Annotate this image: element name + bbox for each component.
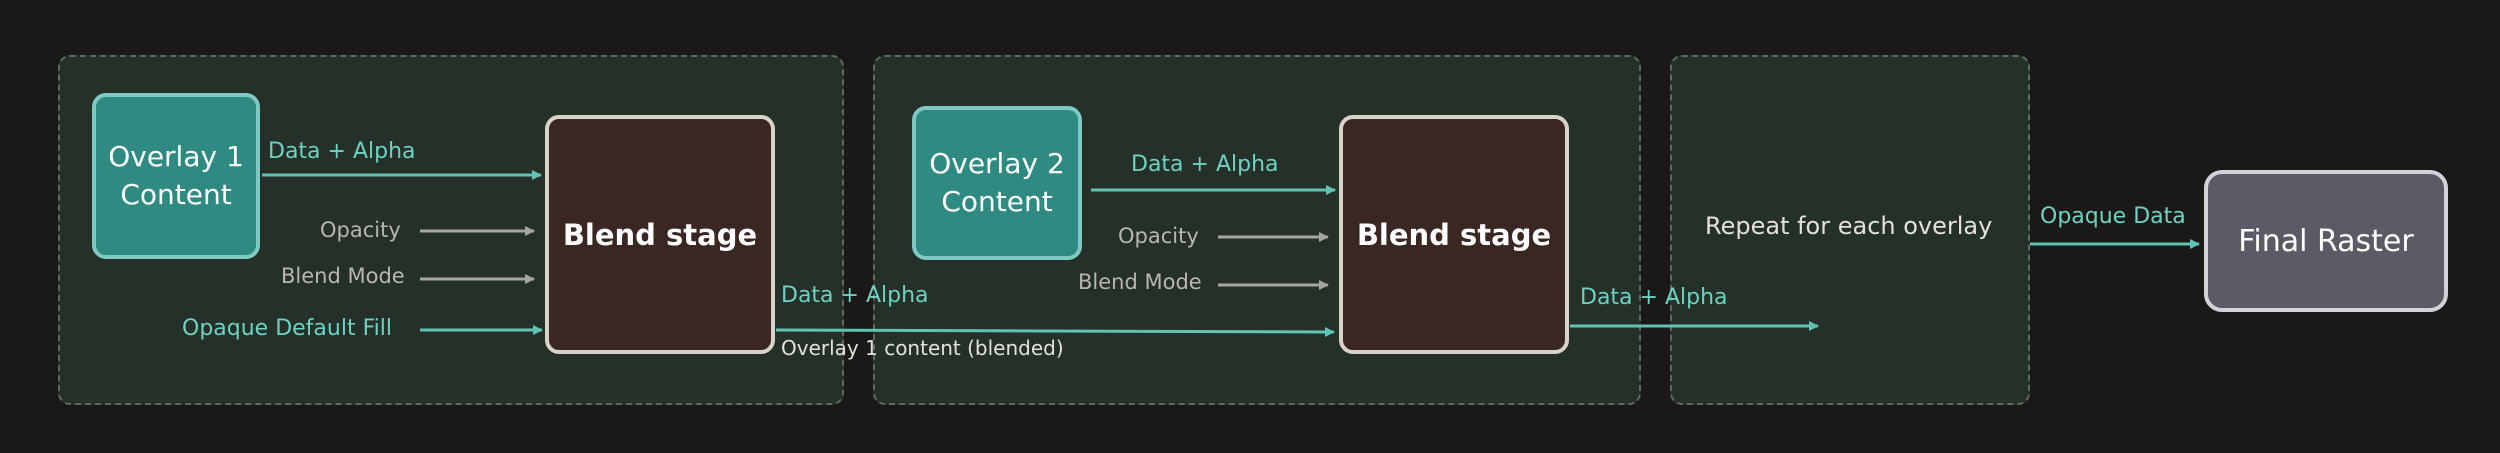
- overlay-1-content-box: Overlay 1 Content: [92, 93, 260, 259]
- blend-stage-2-box: Blend stage: [1339, 115, 1569, 354]
- opaque-data-label: Opaque Data: [2040, 204, 2186, 229]
- stage2-opacity-label: Opacity: [1118, 224, 1199, 248]
- blend-stage-1-box: Blend stage: [545, 115, 775, 354]
- opaque-default-fill-label: Opaque Default Fill: [182, 316, 392, 341]
- stage3-data-alpha-label: Data + Alpha: [1580, 285, 1728, 310]
- stage1-data-alpha-label: Data + Alpha: [268, 139, 416, 164]
- blend1-to-blend2-arrow: [775, 326, 1335, 337]
- overlay-2-content-box: Overlay 2 Content: [912, 106, 1082, 260]
- stage2-blend-mode-label: Blend Mode: [1078, 270, 1202, 294]
- final-raster-box: Final Raster: [2204, 170, 2448, 312]
- stage1-opacity-label: Opacity: [320, 218, 401, 242]
- repeat-label: Repeat for each overlay: [1705, 212, 1993, 240]
- stage2-input-data-alpha-label: Data + Alpha: [781, 283, 929, 308]
- stage2-data-alpha-label: Data + Alpha: [1131, 152, 1279, 177]
- overlay1-blended-label: Overlay 1 content (blended): [781, 336, 1064, 360]
- stage1-blend-mode-label: Blend Mode: [281, 264, 405, 288]
- stage-3-panel: [1670, 55, 2030, 405]
